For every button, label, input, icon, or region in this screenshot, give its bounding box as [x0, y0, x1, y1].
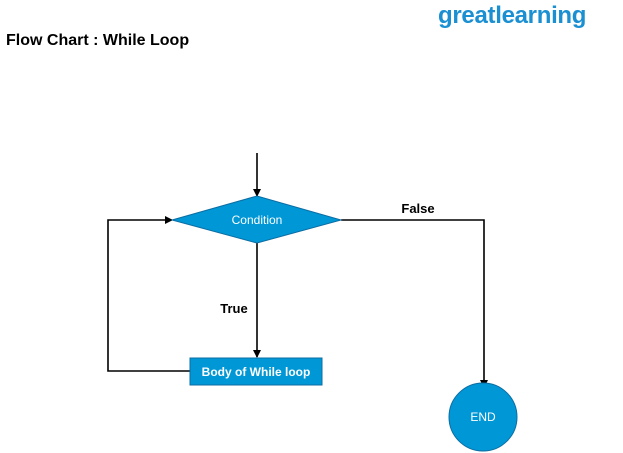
end-terminal-node	[448, 382, 518, 452]
greatlearning-logo: greatlearning	[438, 2, 586, 30]
condition-decision-node	[170, 195, 343, 244]
page-title: Flow Chart : While Loop	[6, 32, 190, 49]
false-branch-label: False	[401, 201, 434, 216]
loop-back-arrow	[107, 216, 190, 372]
logo-text-learning: learning	[495, 2, 587, 29]
loop-body-label: Body of While loop	[202, 365, 311, 379]
logo-text-great: great	[438, 2, 496, 29]
true-branch-label: True	[220, 301, 247, 316]
end-label: END	[470, 410, 496, 424]
false-branch-arrow	[341, 219, 488, 388]
loop-body-node	[189, 357, 323, 386]
condition-label: Condition	[232, 213, 283, 227]
